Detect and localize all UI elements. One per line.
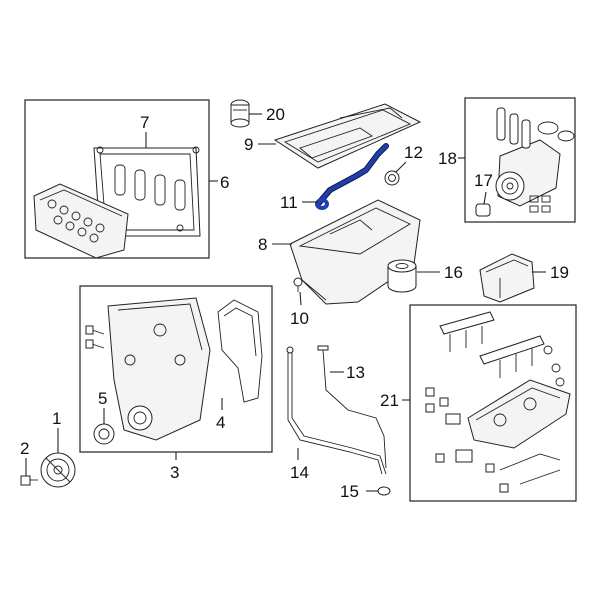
pump-seal-cap[interactable] bbox=[475, 203, 491, 217]
upper-oil-pan[interactable] bbox=[273, 103, 422, 169]
oil-filter[interactable] bbox=[387, 259, 417, 293]
callout-18: 18 bbox=[438, 149, 457, 168]
callout-17: 17 bbox=[474, 171, 493, 190]
callout-16: 16 bbox=[444, 263, 463, 282]
front-crank-seal[interactable] bbox=[93, 423, 115, 445]
oil-pickup-tube[interactable] bbox=[315, 143, 389, 210]
pump-assembly[interactable] bbox=[495, 107, 575, 213]
callout-1: 1 bbox=[52, 409, 61, 428]
timing-cover[interactable] bbox=[107, 297, 211, 441]
callout-12: 12 bbox=[404, 143, 423, 162]
pickup-tube-o-ring[interactable] bbox=[384, 170, 400, 186]
callout-9: 9 bbox=[244, 135, 253, 154]
intake-manifold[interactable] bbox=[467, 379, 571, 449]
intake-hardware[interactable] bbox=[425, 345, 565, 493]
callout-6: 6 bbox=[220, 173, 229, 192]
leader-17 bbox=[483, 191, 487, 205]
leader-10 bbox=[299, 291, 302, 306]
callout-8: 8 bbox=[258, 235, 267, 254]
timing-cover-gasket[interactable] bbox=[217, 299, 263, 403]
oil-filler-cap[interactable] bbox=[230, 99, 250, 128]
crankshaft-pulley[interactable] bbox=[40, 452, 76, 488]
dipstick-tube[interactable] bbox=[286, 346, 387, 475]
callout-3: 3 bbox=[170, 463, 179, 482]
callout-4: 4 bbox=[216, 413, 225, 432]
dipstick-o-ring[interactable] bbox=[377, 486, 391, 496]
leader-12 bbox=[395, 161, 407, 173]
valve-cover-group bbox=[24, 99, 218, 259]
fuel-rail[interactable] bbox=[439, 311, 545, 378]
pulley-bolt[interactable] bbox=[20, 475, 38, 486]
callout-14: 14 bbox=[290, 463, 309, 482]
callout-15: 15 bbox=[340, 482, 359, 501]
callout-2: 2 bbox=[20, 439, 29, 458]
valve-cover[interactable] bbox=[33, 183, 129, 259]
callout-21: 21 bbox=[380, 391, 399, 410]
callout-19: 19 bbox=[550, 263, 569, 282]
valve-cover-box bbox=[24, 99, 210, 259]
oil-dipstick[interactable] bbox=[317, 345, 387, 469]
callout-11: 11 bbox=[280, 193, 298, 212]
timing-cover-bolts[interactable] bbox=[85, 325, 105, 349]
callout-13: 13 bbox=[346, 363, 365, 382]
callout-7: 7 bbox=[140, 113, 149, 132]
callout-5: 5 bbox=[98, 389, 107, 408]
pump-box bbox=[464, 97, 576, 223]
callout-10: 10 bbox=[290, 309, 309, 328]
intake-manifold-box bbox=[409, 304, 577, 502]
drain-plug[interactable] bbox=[293, 277, 303, 292]
callout-20: 20 bbox=[266, 105, 285, 124]
oil-cooler-adapter[interactable] bbox=[479, 253, 535, 303]
